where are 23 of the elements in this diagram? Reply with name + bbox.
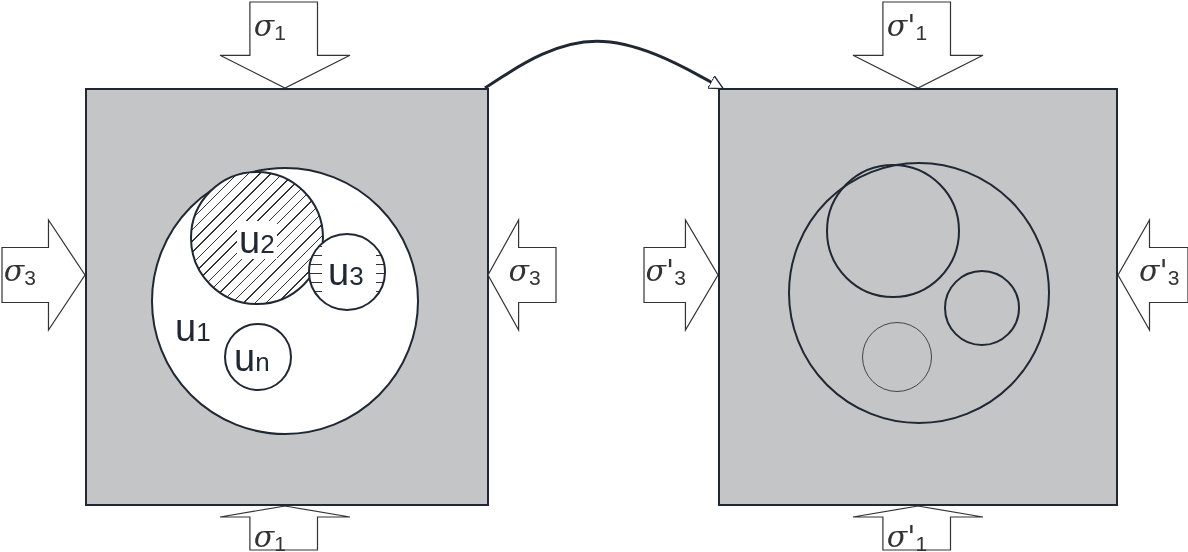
rock-sample-square xyxy=(85,88,489,506)
force-arrow xyxy=(644,220,718,330)
force-arrow xyxy=(488,220,556,330)
rock-sample-square xyxy=(718,88,1118,506)
stress-label: σ$_{3}$ xyxy=(508,256,541,289)
stress-label: σ$_{1}$ xyxy=(253,521,286,552)
stress-label: σ'$_{3}$ xyxy=(1139,256,1180,289)
domain-circle xyxy=(788,162,1050,424)
stress-label: σ'$_{1}$ xyxy=(886,10,928,43)
force-arrow xyxy=(220,506,350,550)
force-arrow xyxy=(1118,220,1188,330)
force-arrow xyxy=(853,506,983,550)
inclusion-circle xyxy=(944,270,1020,346)
force-arrow xyxy=(853,2,983,88)
force-arrow xyxy=(2,220,85,330)
force-arrow xyxy=(220,2,350,88)
inclusion-circle xyxy=(224,323,292,391)
transition-arrow xyxy=(484,39,724,90)
inclusion-circle xyxy=(826,164,960,298)
stress-label: σ'$_{1}$ xyxy=(886,521,928,552)
stress-label: σ$_{1}$ xyxy=(253,10,286,43)
stress-label: σ'$_{3}$ xyxy=(645,256,686,289)
stress-label: σ$_{3}$ xyxy=(3,256,36,289)
